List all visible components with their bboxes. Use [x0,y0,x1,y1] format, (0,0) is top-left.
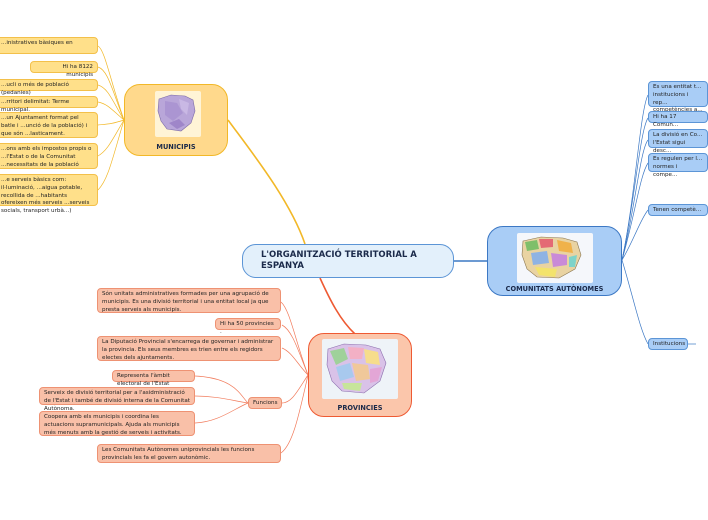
comunitats-item[interactable]: La divisió en Co... l'Estat sigui desc..… [648,129,708,154]
comunitats-map-image [517,233,593,283]
comunitats-item[interactable]: Hi ha 17 Comun... [648,111,708,128]
comunitats-item[interactable]: Es regulen per l... normes i compe... [648,153,708,178]
provincies-item[interactable]: La Diputació Provincial s'encarrega de g… [97,336,281,361]
provincies-item[interactable]: Són unitats administratives formades per… [97,288,281,313]
municipis-item[interactable]: ...e serveis bàsics com: il·luminació, .… [0,174,98,214]
funcions-item[interactable]: Serveix de divisió territorial per a l'a… [39,387,195,412]
municipis-item[interactable]: ...un Ajuntament format pel batle i ...u… [0,112,98,138]
municipis-item[interactable]: ...ucli o més de població (pedanies) [0,79,98,96]
municipis-item[interactable]: ...ons amb els impostos propis o ...l'Es… [0,143,98,169]
municipis-hub[interactable]: MUNICIPIS [124,84,228,156]
municipis-item[interactable]: ...inistratives bàsiques en [0,37,98,54]
municipis-label: MUNICIPIS [156,143,196,151]
funcions-item[interactable]: Coopera amb els municipis i coordina les… [39,411,195,436]
provincies-item[interactable]: Hi ha 50 provincies . [215,318,281,335]
comunitats-item[interactable]: Tenen competè... [648,204,708,216]
funcions-item[interactable]: Representa l'àmbit electoral de l'Estat [112,370,195,387]
provincies-item[interactable]: Les Comunitats Autònomes uniprovincials … [97,444,281,463]
comunitats-label: COMUNITATS AUTÒNOMES [505,285,604,293]
instituciones-node[interactable]: Institucions [648,338,688,350]
municipis-map-image [155,91,201,137]
municipis-item[interactable]: ...rritori delimitat: Terme municipal. [0,96,98,113]
funcions-node[interactable]: Funcions [248,397,282,409]
provincies-label: PROVINCIES [337,404,383,412]
central-topic[interactable]: L'ORGANITZACIÓ TERRITORIAL A ESPANYA [242,244,454,278]
comunitats-item[interactable]: Es una entitat t... institucions i rep..… [648,81,708,113]
comunitats-hub[interactable]: COMUNITATS AUTÒNOMES [487,226,622,296]
municipis-item[interactable]: Hi ha 8122 municipis [30,61,98,78]
provincies-map-image [322,339,398,399]
provincies-hub[interactable]: PROVINCIES [308,333,412,417]
